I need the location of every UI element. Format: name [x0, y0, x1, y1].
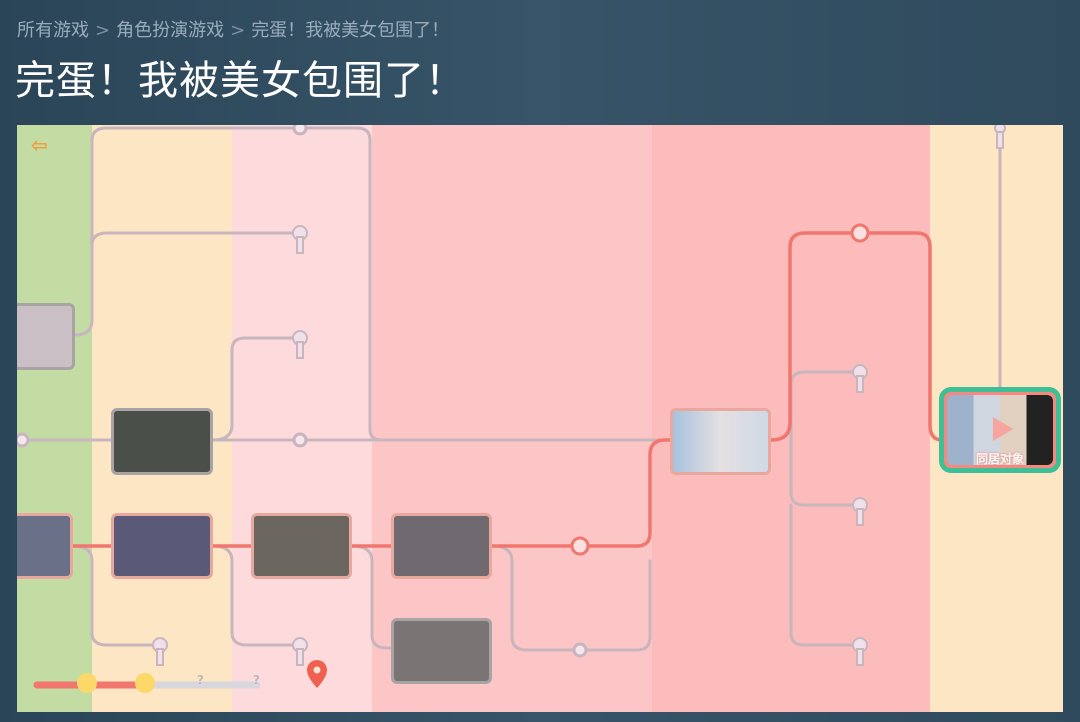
- progress-bar: [33, 673, 261, 693]
- chapter-band: [232, 125, 372, 712]
- story-node[interactable]: [391, 513, 492, 579]
- page-title: 完蛋！我被美女包围了！: [15, 58, 466, 104]
- story-node[interactable]: [17, 303, 75, 370]
- breadcrumb-all-games[interactable]: 所有游戏: [17, 20, 89, 41]
- story-node-girls[interactable]: [670, 408, 771, 475]
- location-pin-icon: [307, 660, 327, 688]
- breadcrumb-current: 完蛋！我被美女包围了！: [251, 20, 450, 41]
- play-icon[interactable]: [993, 417, 1013, 441]
- selected-node-label: 同居对象: [975, 452, 1024, 466]
- story-paths: [17, 125, 1006, 693]
- story-node[interactable]: [111, 408, 213, 475]
- breadcrumb-rpg[interactable]: 角色扮演游戏: [116, 20, 225, 41]
- story-map: ? ? ⇦ 同居对象: [17, 125, 1063, 712]
- progress-locked-marker: ?: [253, 673, 260, 687]
- story-node[interactable]: [251, 513, 352, 579]
- chapter-band: [17, 125, 92, 712]
- story-node[interactable]: [391, 618, 492, 684]
- breadcrumb: 所有游戏>角色扮演游戏>完蛋！我被美女包围了！: [17, 20, 450, 41]
- progress-locked-marker: ?: [197, 673, 204, 687]
- story-node[interactable]: [111, 513, 213, 579]
- story-node[interactable]: [17, 513, 73, 579]
- bear-icon: [77, 673, 97, 693]
- selected-story-node[interactable]: 同居对象: [939, 387, 1061, 473]
- bear-icon: [135, 673, 155, 693]
- back-arrow-icon[interactable]: ⇦: [31, 133, 48, 157]
- locked-keyhole-icons: [152, 125, 1006, 666]
- junction-nodes: [17, 125, 588, 658]
